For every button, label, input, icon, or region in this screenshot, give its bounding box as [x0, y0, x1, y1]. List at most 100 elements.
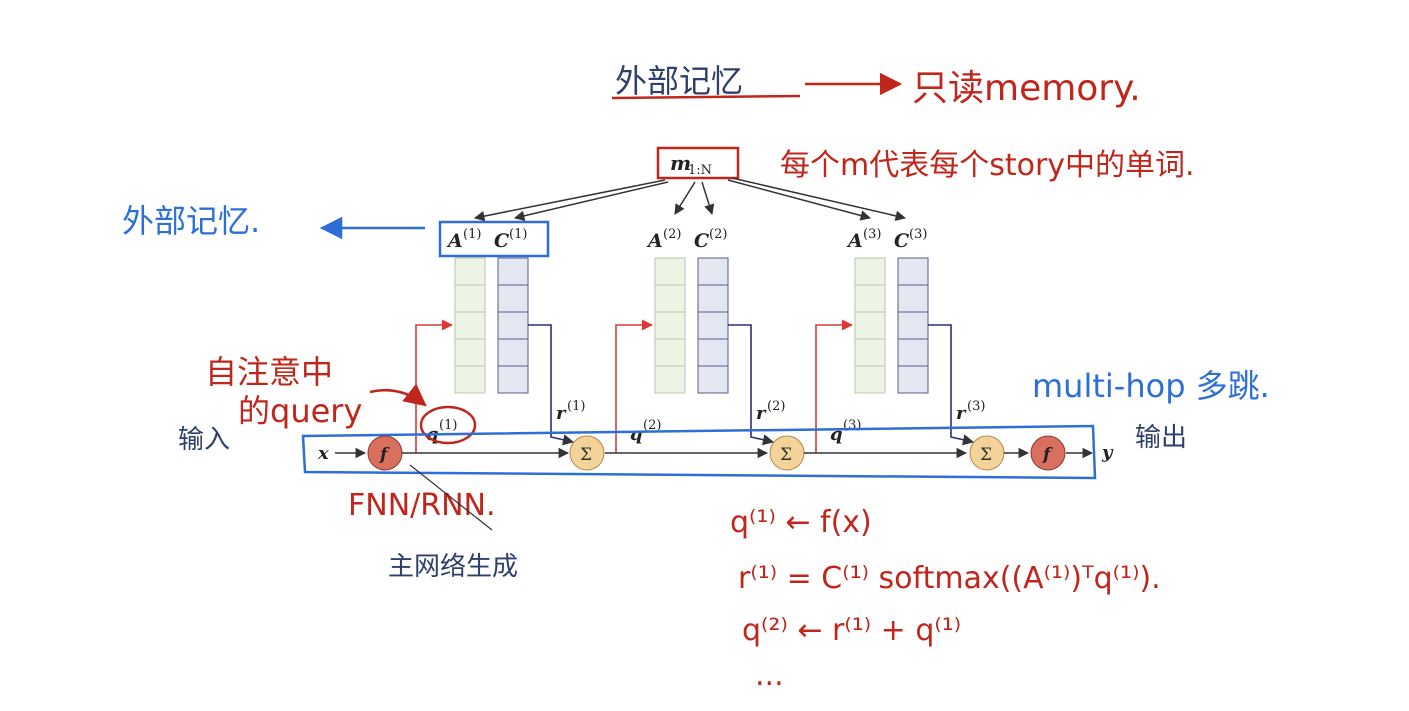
hop1-sum-node	[569, 435, 605, 471]
hop1-C-cell	[497, 338, 529, 367]
memory-subscript: 1:N	[688, 163, 712, 178]
hop3-A-cell	[854, 311, 886, 340]
hop1-C-label: C	[494, 230, 509, 252]
hop2-output-arrow	[728, 324, 775, 446]
hop2-C-sup: (2)	[709, 227, 727, 242]
query-note-line2: 的query	[238, 392, 362, 430]
hop1-A-cell	[454, 365, 486, 394]
readonly-memory-note: 只读memory.	[912, 68, 1141, 109]
hop3-C-label: C	[894, 230, 909, 252]
mem-arrow-1b	[513, 181, 669, 221]
x-label: x	[317, 443, 329, 464]
pipeline-highlight	[301, 424, 1097, 480]
hop1-ac-highlight	[438, 220, 550, 258]
mem-arrow-2a	[674, 181, 696, 215]
hop1-A-label: A	[446, 230, 463, 252]
hop3-C-cell	[897, 257, 929, 286]
hop3-query-arrow	[815, 319, 854, 453]
hop2-sum-label: Σ	[780, 445, 792, 465]
hop1-output-arrow	[528, 324, 575, 446]
left-memory-note: 外部记忆.	[122, 202, 260, 240]
hop3-q-sup: (3)	[843, 418, 861, 433]
title-underline	[611, 94, 801, 100]
hop3-C-cell	[897, 365, 929, 394]
hop1-query-arrow	[415, 319, 454, 453]
hop2-A-sup: (2)	[663, 227, 681, 242]
hop3-A-cell	[854, 284, 886, 313]
formula-3: q⁽²⁾ ← r⁽¹⁾ + q⁽¹⁾	[742, 613, 961, 648]
hop2-C-cell	[697, 338, 729, 367]
hop2-A-cell	[654, 311, 686, 340]
hop3-A-cell	[854, 365, 886, 394]
memory-note: 每个m代表每个story中的单词.	[780, 148, 1195, 183]
mem-arrow-3b	[731, 177, 907, 221]
main-net-note: 主网络生成	[388, 552, 518, 582]
hop2-q-sup: (2)	[643, 418, 661, 433]
output-label: 输出	[1135, 423, 1187, 453]
hop2-A-label: A	[646, 230, 663, 252]
hop1-sum-label: Σ	[580, 445, 592, 465]
hop1-r-label: r	[556, 403, 567, 424]
hop1-C-cell	[497, 365, 529, 394]
hop3-C-cell	[897, 284, 929, 313]
query-arrow	[369, 383, 427, 407]
hop1-A-cell	[454, 257, 486, 286]
hop2-C-cell	[697, 311, 729, 340]
hop3-sum-label: Σ	[980, 445, 992, 465]
hop2-C-cell	[697, 257, 729, 286]
hop2-A-cell	[654, 284, 686, 313]
f-node-input-label: f	[379, 445, 390, 465]
hop2-A-cell	[654, 365, 686, 394]
hop2-A-cell	[654, 257, 686, 286]
y-label: y	[1101, 442, 1114, 463]
multihop-note: multi-hop 多跳.	[1032, 367, 1270, 405]
hop3-C-sup: (3)	[909, 227, 927, 242]
memory-box	[656, 146, 740, 180]
hop1-C-cell	[497, 257, 529, 286]
hop2-C-label: C	[694, 230, 709, 252]
hop1-C-cell	[497, 311, 529, 340]
mem-arrow-1a	[473, 179, 666, 222]
hop3-r-sup: (3)	[967, 399, 985, 414]
f-node-output	[1030, 435, 1066, 471]
hop3-output-arrow	[928, 324, 975, 446]
memory-label: m	[670, 151, 691, 175]
fnn-note: FNN/RNN.	[348, 488, 496, 523]
hop3-C-cell	[897, 338, 929, 367]
hop3-q-label: q	[830, 424, 843, 445]
hop1-A-cell	[454, 338, 486, 367]
hop2-C-cell	[697, 284, 729, 313]
input-label: 输入	[178, 425, 230, 455]
hop3-C-cell	[897, 311, 929, 340]
hops: A(1)C(1)r(1)q(1)ΣA(2)C(2)r(2)q(2)ΣA(3)C(…	[415, 227, 1005, 471]
hop2-C-cell	[697, 365, 729, 394]
formula-4: ...	[755, 658, 784, 693]
hop3-r-label: r	[956, 403, 967, 424]
hop3-A-label: A	[846, 230, 863, 252]
hop1-r-sup: (1)	[567, 399, 585, 414]
query-note-line1: 自注意中	[205, 353, 333, 391]
hop1-C-cell	[497, 284, 529, 313]
hop2-q-label: q	[630, 424, 643, 445]
hop1-A-sup: (1)	[463, 227, 481, 242]
hop3-A-sup: (3)	[863, 227, 881, 242]
f-node-output-label: f	[1042, 445, 1053, 465]
formula-1: q⁽¹⁾ ← f(x)	[730, 505, 872, 540]
formula-2: r⁽¹⁾ = C⁽¹⁾ softmax((A⁽¹⁾)ᵀq⁽¹⁾).	[738, 561, 1161, 596]
hop2-r-label: r	[756, 403, 767, 424]
hop2-query-arrow	[615, 319, 654, 453]
hop3-A-cell	[854, 257, 886, 286]
hop1-q-sup: (1)	[439, 418, 457, 433]
hop1-A-cell	[454, 284, 486, 313]
external-memory-title: 外部记忆	[615, 62, 743, 100]
hop1-C-sup: (1)	[509, 227, 527, 242]
hop2-r-sup: (2)	[767, 399, 785, 414]
fnn-pointer-line	[409, 464, 493, 531]
q1-circle-highlight	[419, 405, 477, 445]
mem-arrow-3a	[727, 179, 872, 221]
hop3-A-cell	[854, 338, 886, 367]
mem-arrow-2b	[701, 181, 715, 216]
hop1-A-cell	[454, 311, 486, 340]
hop2-A-cell	[654, 338, 686, 367]
